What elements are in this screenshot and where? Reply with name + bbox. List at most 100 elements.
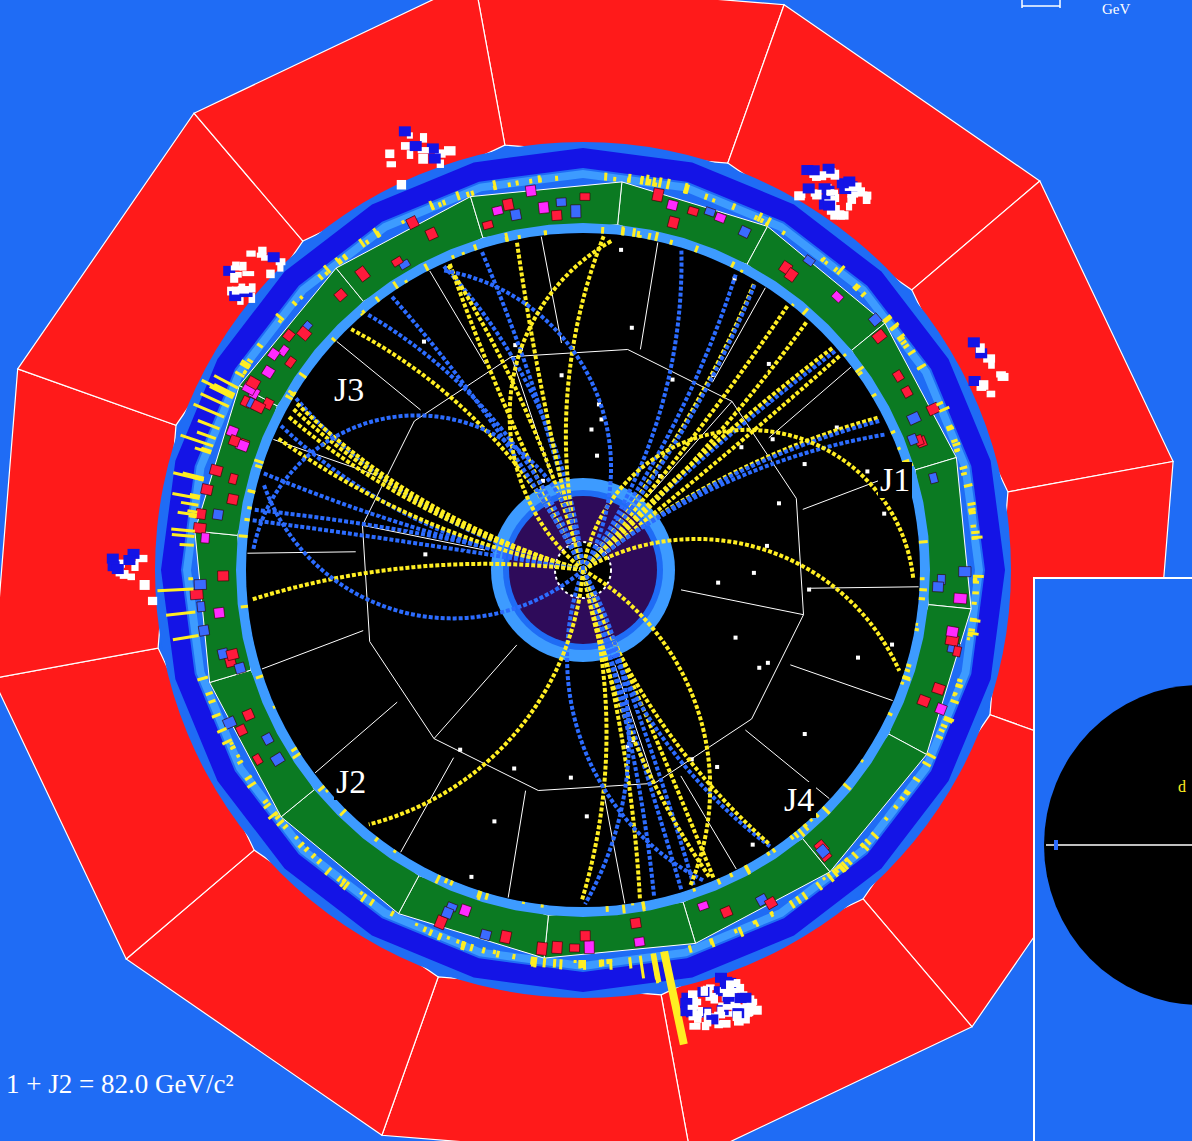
ecal-cell <box>552 941 563 954</box>
axis-label: GeV <box>1100 1 1132 18</box>
energy-bar <box>255 464 263 469</box>
energy-bar <box>197 419 220 430</box>
energy-bar <box>323 264 332 273</box>
hcal-pad <box>969 376 981 386</box>
tracking-chamber <box>246 233 920 907</box>
energy-bar <box>753 215 758 221</box>
energy-bar <box>369 898 375 906</box>
ecal-cell <box>953 646 962 657</box>
energy-bar <box>438 202 443 208</box>
sector-line <box>430 271 485 364</box>
energy-bar <box>954 449 959 453</box>
hcal-blob <box>688 1005 699 1010</box>
energy-bar <box>887 712 892 717</box>
hcal-blob <box>249 283 256 292</box>
energy-bar <box>247 506 252 510</box>
energy-bar <box>172 533 195 538</box>
hcal-blob <box>996 371 1006 377</box>
particle-track <box>281 426 583 570</box>
energy-bar <box>393 849 397 853</box>
energy-bar <box>950 699 959 705</box>
energy-bar <box>971 602 976 605</box>
hcal-blob <box>242 271 254 276</box>
sector-line <box>262 631 363 669</box>
energy-bar <box>968 631 979 636</box>
hit-dot <box>423 552 427 556</box>
energy-bar <box>533 957 537 968</box>
hit-dot <box>856 656 860 660</box>
hit-dot <box>752 571 756 575</box>
ecal-cell <box>228 473 238 485</box>
hcal-pad <box>399 126 411 136</box>
energy-bar <box>915 628 920 632</box>
energy-bar <box>390 910 395 917</box>
energy-bar <box>444 878 449 884</box>
energy-bar <box>189 514 197 518</box>
energy-bar <box>609 959 612 963</box>
energy-bar <box>795 896 802 905</box>
energy-bar <box>734 929 738 934</box>
energy-bar <box>294 835 299 840</box>
jet-label: J4 <box>782 782 816 818</box>
energy-bar <box>938 728 944 733</box>
hcal-blob <box>863 194 871 204</box>
sector-line <box>401 758 454 853</box>
hcal-blob <box>387 161 396 167</box>
energy-bar <box>392 281 399 289</box>
particle-track <box>278 438 583 570</box>
sector-line <box>434 645 517 739</box>
energy-bar <box>904 789 911 795</box>
ecal-cell <box>714 212 726 223</box>
energy-bar <box>477 891 483 900</box>
hcal-blob <box>704 1009 711 1015</box>
ecal-cell <box>296 326 312 341</box>
energy-bar <box>331 337 337 343</box>
ecal-cell <box>285 356 297 368</box>
energy-bar <box>692 888 696 892</box>
scale-bar <box>1022 0 1060 8</box>
hit-dot <box>619 248 623 252</box>
ecal-cell <box>226 648 239 660</box>
energy-bar <box>801 892 808 901</box>
ecal-cell <box>538 202 549 214</box>
ecal-cell <box>932 682 946 695</box>
particle-track <box>296 398 583 570</box>
energy-bar <box>437 933 442 941</box>
hcal-blob <box>230 273 238 283</box>
ecal-cell <box>355 266 371 282</box>
energy-bar <box>317 274 324 281</box>
ecal-cell <box>584 941 594 954</box>
energy-bar <box>857 371 863 377</box>
hcal-blob <box>444 146 456 155</box>
ecal-cell <box>634 937 645 947</box>
energy-bar <box>970 524 976 528</box>
energy-bar <box>455 191 461 201</box>
ecal-cell <box>261 365 275 379</box>
hit-dot <box>890 643 894 647</box>
hit-dot <box>767 362 771 366</box>
ecal-cell <box>868 313 882 327</box>
energy-bar <box>613 177 616 182</box>
energy-bar <box>899 796 905 802</box>
sector-line <box>712 288 765 383</box>
energy-bar <box>769 911 774 917</box>
energy-bar <box>541 904 544 908</box>
energy-bar <box>460 941 465 950</box>
hit-dot <box>751 843 755 847</box>
energy-bar <box>712 198 716 203</box>
hcal-blob <box>148 597 157 605</box>
hit-dot <box>739 445 743 449</box>
energy-bar <box>205 691 213 696</box>
energy-bar <box>952 442 961 447</box>
energy-bar <box>972 591 979 594</box>
energy-bar <box>864 838 871 845</box>
energy-bar <box>844 858 848 862</box>
particle-track <box>583 570 710 886</box>
energy-bar <box>578 960 581 969</box>
energy-bar <box>710 938 716 948</box>
energy-bar <box>247 781 257 789</box>
energy-bar <box>193 403 225 419</box>
energy-bar <box>553 959 557 968</box>
hcal-pad <box>739 993 751 1003</box>
